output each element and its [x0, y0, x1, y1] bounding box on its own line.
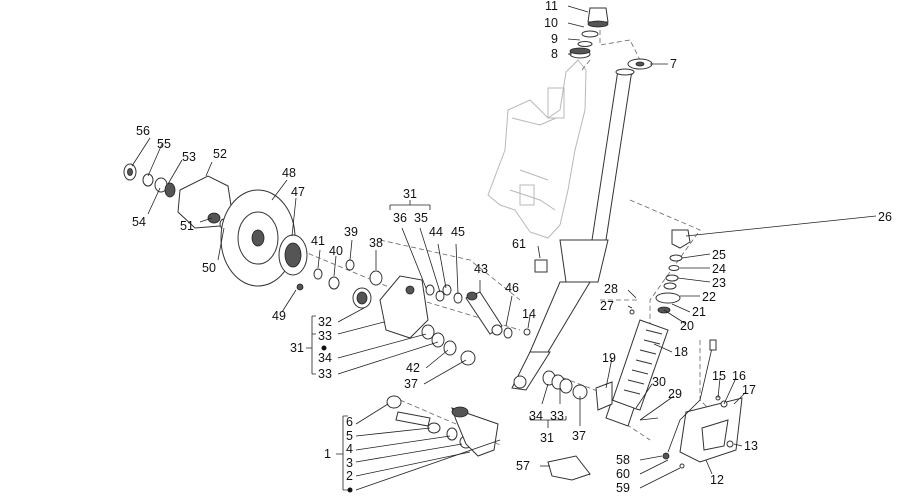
callout-50: 50: [202, 261, 216, 275]
frame-outline: [487, 59, 587, 239]
callout-28: 28: [604, 282, 618, 296]
callout-20: 20: [680, 319, 694, 333]
callout-33-mid: 33: [318, 329, 332, 343]
callout-59: 59: [616, 481, 630, 495]
callout-46: 46: [505, 281, 519, 295]
caliper-bracket: [313, 259, 476, 366]
callout-29: 29: [668, 387, 682, 401]
callout-3: 3: [346, 456, 353, 470]
callout-48: 48: [282, 166, 296, 180]
callout-31-top: 31: [403, 187, 417, 201]
callout-39: 39: [344, 225, 358, 239]
callout-47: 47: [291, 185, 305, 199]
leader-lines: [131, 5, 877, 493]
callout-13: 13: [744, 439, 758, 453]
shock-absorber: [595, 229, 691, 427]
callout-60: 60: [616, 467, 630, 481]
callout-37-left: 37: [404, 377, 418, 391]
callout-19: 19: [602, 351, 616, 365]
callout-12: 12: [710, 473, 724, 487]
callout-27: 27: [600, 299, 614, 313]
callout-44: 44: [429, 225, 443, 239]
callout-18: 18: [674, 345, 688, 359]
callout-35: 35: [414, 211, 428, 225]
callout-33-right: 33: [550, 409, 564, 423]
callout-41: 41: [311, 234, 325, 248]
callout-21: 21: [692, 305, 706, 319]
callout-1: 1: [324, 447, 331, 461]
callout-51: 51: [180, 219, 194, 233]
callout-53: 53: [182, 150, 196, 164]
callout-42: 42: [406, 361, 420, 375]
callout-6: 6: [346, 415, 353, 429]
callout-57: 57: [516, 459, 530, 473]
callout-25: 25: [712, 248, 726, 262]
callout-33-lower: 33: [318, 367, 332, 381]
callout-55: 55: [157, 137, 171, 151]
callout-9: 9: [551, 32, 558, 46]
callout-56: 56: [136, 124, 150, 138]
callout-34-lower: 34: [529, 409, 543, 423]
top-bearing-parts: [569, 7, 653, 70]
steering-column: [511, 68, 635, 391]
callout-14: 14: [522, 307, 536, 321]
callout-4: 4: [346, 442, 353, 456]
callout-30: 30: [652, 375, 666, 389]
callout-38: 38: [369, 236, 383, 250]
callout-22: 22: [702, 290, 716, 304]
callout-37-right: 37: [572, 429, 586, 443]
callout-43: 43: [474, 262, 488, 276]
callout-15: 15: [712, 369, 726, 383]
guard-plate: [639, 339, 743, 469]
callout-31-lower: 31: [540, 431, 554, 445]
callout-52: 52: [213, 147, 227, 161]
callout-36: 36: [393, 211, 407, 225]
callout-5: 5: [346, 429, 353, 443]
hub-and-disc: [123, 163, 308, 291]
callout-23: 23: [712, 276, 726, 290]
callout-54: 54: [132, 215, 146, 229]
callout-labels: 11 10 9 8 7 56 55 53 52 54 48 47 51 50 3…: [132, 0, 892, 495]
callout-11: 11: [545, 0, 558, 13]
callout-17: 17: [742, 383, 756, 397]
callout-31-mid: 31: [290, 341, 304, 355]
callout-61: 61: [512, 237, 526, 251]
callout-26: 26: [878, 210, 892, 224]
callout-24: 24: [712, 262, 726, 276]
callout-16: 16: [732, 369, 746, 383]
callout-49: 49: [272, 309, 286, 323]
callout-58: 58: [616, 453, 630, 467]
callout-7: 7: [670, 57, 677, 71]
link-arm: [465, 259, 548, 339]
callout-45: 45: [451, 225, 465, 239]
callout-10: 10: [544, 16, 558, 30]
callout-34-mid: 34: [318, 351, 332, 365]
callout-40: 40: [329, 244, 343, 258]
callout-2: 2: [346, 469, 353, 483]
lower-linkage: [386, 370, 591, 481]
callout-32: 32: [318, 315, 332, 329]
callout-8: 8: [551, 47, 558, 61]
